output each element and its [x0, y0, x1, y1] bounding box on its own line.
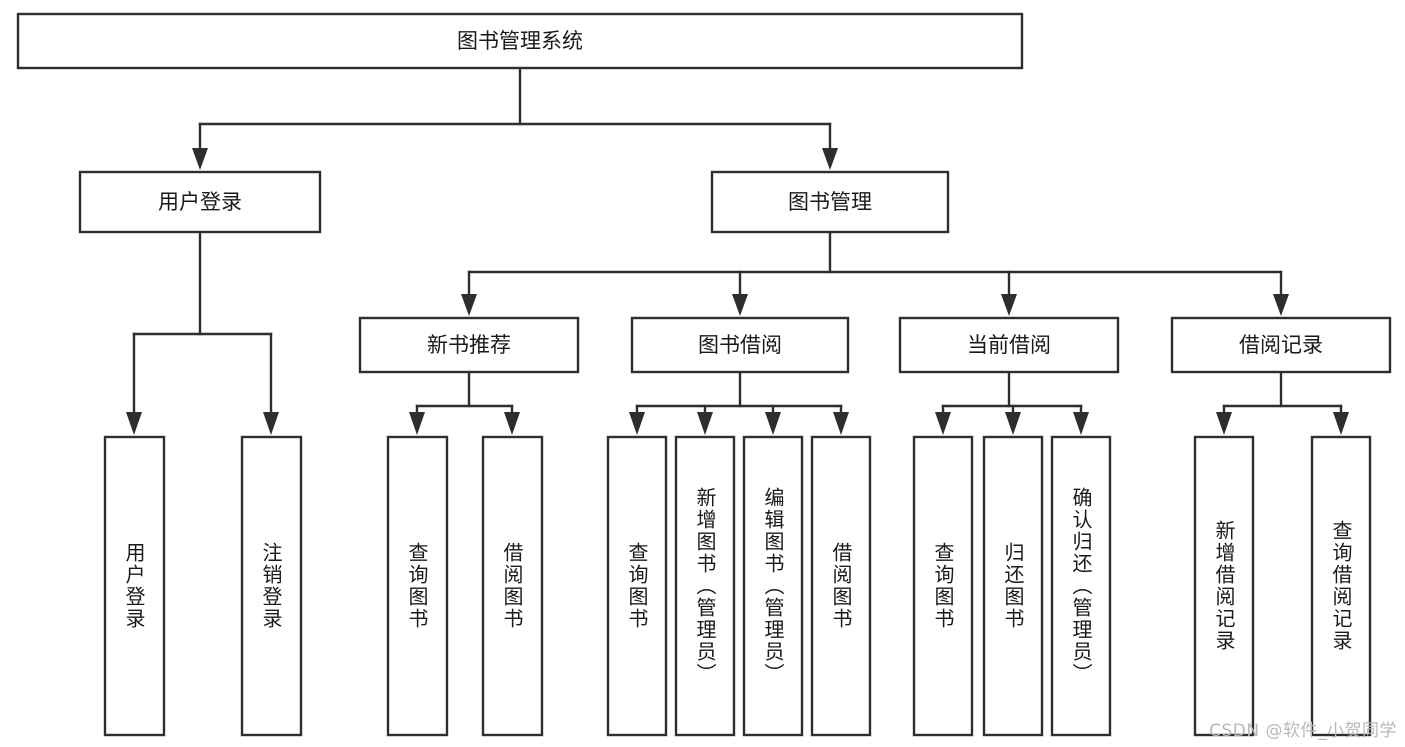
- node-borrow-records[interactable]: 借阅记录: [1170, 316, 1392, 374]
- leaf-new-book-query[interactable]: 查询图书: [386, 435, 449, 737]
- connector-group-book-borrow-children: [629, 370, 849, 435]
- leaf-book-borrow-add[interactable]: 新增图书（管理员）: [674, 435, 736, 737]
- leaf-borrow-records-add-label: 新增借阅记录: [1212, 520, 1236, 652]
- leaf-borrow-records-add[interactable]: 新增借阅记录: [1193, 435, 1255, 737]
- leaf-current-borrow-return-box: [982, 435, 1044, 737]
- arrow-head-book-manage: [822, 148, 838, 170]
- leaf-new-book-query-box: [386, 435, 449, 737]
- leaf-current-borrow-query-box: [912, 435, 974, 737]
- leaf-current-borrow-query[interactable]: 查询图书: [912, 435, 974, 737]
- arrow-head-br-leaf-1: [1216, 412, 1232, 435]
- node-borrow-records-box: [1170, 316, 1392, 374]
- node-book-manage[interactable]: 图书管理: [710, 170, 950, 234]
- connector-group-new-book-children: [409, 370, 520, 435]
- leaf-borrow-records-query[interactable]: 查询借阅记录: [1310, 435, 1372, 737]
- node-root[interactable]: 图书管理系统: [16, 12, 1024, 70]
- node-user-login[interactable]: 用户登录: [78, 170, 322, 234]
- leaf-new-book-borrow[interactable]: 借阅图书: [481, 435, 544, 737]
- leaf-book-borrow-query-label: 查询图书: [625, 542, 649, 630]
- node-new-book-recommend[interactable]: 新书推荐: [358, 316, 580, 374]
- node-user-login-label: 用户登录: [158, 190, 242, 214]
- node-root-label: 图书管理系统: [457, 29, 583, 53]
- arrow-head-current-borrow: [1001, 294, 1017, 316]
- leaf-current-borrow-confirm[interactable]: 确认归还（管理员）: [1050, 435, 1112, 737]
- connector-group-book-manage-children: [461, 230, 1289, 316]
- arrow-head-br-leaf-2: [1333, 412, 1349, 435]
- connector-group-current-borrow-children: [935, 370, 1089, 435]
- node-book-manage-box: [710, 170, 950, 234]
- node-root-box: [16, 12, 1024, 70]
- arrow-head-borrow-records: [1273, 294, 1289, 316]
- leaf-user-login-logout-label: 注销登录: [259, 542, 283, 630]
- leaf-user-login-login[interactable]: 用户登录: [103, 435, 166, 737]
- arrow-head-bb-leaf-1: [629, 412, 645, 435]
- leaf-current-borrow-confirm-box: [1050, 435, 1112, 737]
- leaf-new-book-borrow-box: [481, 435, 544, 737]
- leaf-current-borrow-return[interactable]: 归还图书: [982, 435, 1044, 737]
- node-current-borrow-label: 当前借阅: [967, 333, 1051, 357]
- arrow-head-bb-leaf-3: [765, 412, 781, 435]
- leaf-new-book-query-label: 查询图书: [405, 542, 429, 630]
- leaf-book-borrow-edit-label: 编辑图书（管理员）: [761, 487, 785, 685]
- leaf-book-borrow-borrow-label: 借阅图书: [829, 542, 853, 630]
- leaf-book-borrow-add-box: [674, 435, 736, 737]
- arrow-head-cb-leaf-3: [1073, 412, 1089, 435]
- arrow-head-bb-leaf-4: [833, 412, 849, 435]
- leaf-borrow-records-query-label: 查询借阅记录: [1329, 520, 1353, 652]
- node-book-borrow[interactable]: 图书借阅: [630, 316, 850, 374]
- node-borrow-records-label: 借阅记录: [1239, 333, 1323, 357]
- leaf-current-borrow-query-label: 查询图书: [931, 542, 955, 630]
- arrow-head-cb-leaf-2: [1005, 412, 1021, 435]
- node-current-borrow-box: [898, 316, 1120, 374]
- leaf-borrow-records-query-box: [1310, 435, 1372, 737]
- leaf-current-borrow-return-label: 归还图书: [1001, 542, 1025, 630]
- arrow-head-nb-leaf-1: [409, 412, 425, 435]
- node-new-book-recommend-label: 新书推荐: [427, 333, 511, 357]
- arrow-head-new-book: [461, 294, 477, 316]
- leaf-current-borrow-confirm-label: 确认归还（管理员）: [1069, 487, 1093, 685]
- leaf-user-login-logout-box: [240, 435, 303, 737]
- node-user-login-box: [78, 170, 322, 234]
- leaf-borrow-records-add-box: [1193, 435, 1255, 737]
- connector-group-user-login-children: [126, 230, 279, 435]
- leaf-book-borrow-query[interactable]: 查询图书: [606, 435, 668, 737]
- leaf-book-borrow-query-box: [606, 435, 668, 737]
- node-book-borrow-box: [630, 316, 850, 374]
- arrow-head-leaf-logout: [263, 412, 279, 435]
- arrow-head-bb-leaf-2: [697, 412, 713, 435]
- arrow-head-nb-leaf-2: [504, 412, 520, 435]
- connector-group-borrow-records-children: [1216, 370, 1349, 435]
- node-book-manage-label: 图书管理: [788, 190, 872, 214]
- arrow-head-cb-leaf-1: [935, 412, 951, 435]
- connector-group-root-to-level2: [192, 66, 838, 170]
- arrow-head-book-borrow: [732, 294, 748, 316]
- leaf-new-book-borrow-label: 借阅图书: [500, 542, 524, 630]
- node-new-book-recommend-box: [358, 316, 580, 374]
- leaf-user-login-login-label: 用户登录: [122, 542, 146, 630]
- leaf-book-borrow-add-label: 新增图书（管理员）: [693, 487, 717, 685]
- leaf-book-borrow-edit-box: [742, 435, 804, 737]
- leaf-user-login-login-box: [103, 435, 166, 737]
- leaf-user-login-logout[interactable]: 注销登录: [240, 435, 303, 737]
- leaf-book-borrow-edit[interactable]: 编辑图书（管理员）: [742, 435, 804, 737]
- arrow-head-leaf-user-login: [126, 412, 142, 435]
- node-book-borrow-label: 图书借阅: [698, 333, 782, 357]
- leaf-book-borrow-borrow[interactable]: 借阅图书: [810, 435, 872, 737]
- leaf-book-borrow-borrow-box: [810, 435, 872, 737]
- node-current-borrow[interactable]: 当前借阅: [898, 316, 1120, 374]
- arrow-head-user-login: [192, 148, 208, 170]
